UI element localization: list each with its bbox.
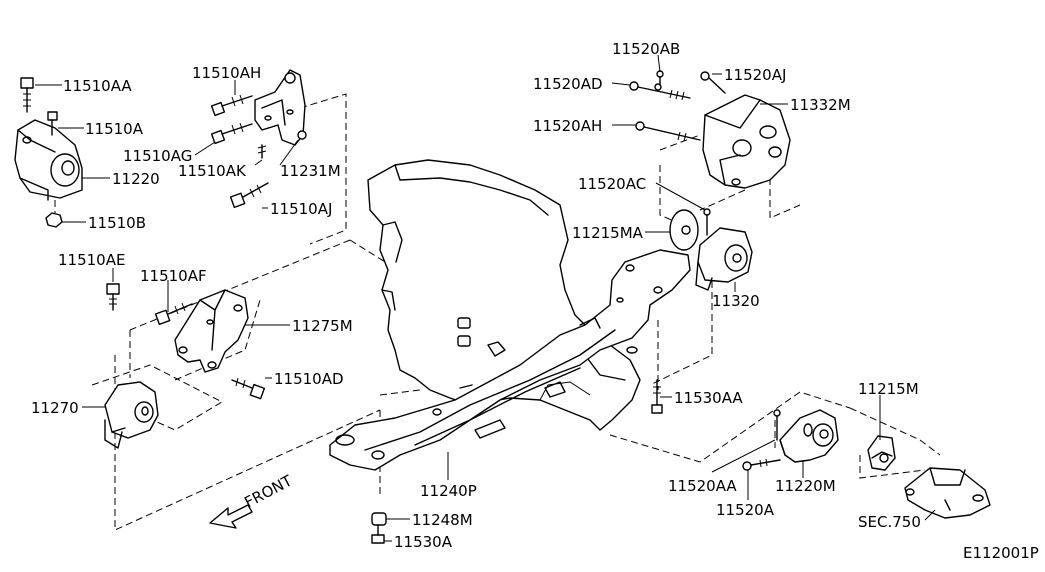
- engine-studs: [457, 317, 506, 357]
- bolt-11530AA: [651, 379, 663, 414]
- label-11248M: 11248M: [412, 511, 473, 529]
- label-11520AH: 11520AH: [533, 117, 602, 135]
- front-arrow-icon: [209, 504, 253, 529]
- label-11510AF: 11510AF: [140, 267, 207, 285]
- label-sec750: SEC.750: [858, 513, 921, 531]
- label-11530AA: 11530AA: [674, 389, 743, 407]
- bolt-11510AG: [210, 122, 253, 145]
- label-11520AJ: 11520AJ: [724, 66, 786, 84]
- bolt-11530A: [371, 524, 385, 544]
- bolt-11510AD: [231, 377, 266, 400]
- nut-11510B: [45, 200, 63, 228]
- front-crossmember: [329, 249, 691, 471]
- label-11510B: 11510B: [88, 214, 146, 232]
- label-11520AC: 11520AC: [578, 175, 646, 193]
- label-11510AD: 11510AD: [274, 370, 344, 388]
- label-11510AH: 11510AH: [192, 64, 261, 82]
- label-11215MA: 11215MA: [572, 224, 644, 242]
- mount-11270: [104, 381, 159, 449]
- insulator-11215MA: [669, 209, 699, 251]
- label-11215M: 11215M: [858, 380, 919, 398]
- bolt-11520AH: [635, 121, 701, 142]
- label-11332M: 11332M: [790, 96, 851, 114]
- label-11510A: 11510A: [85, 120, 144, 138]
- part-11248M: [371, 512, 387, 526]
- mount-11220: [14, 119, 83, 201]
- label-11240P: 11240P: [420, 482, 477, 500]
- label-11510AG: 11510AG: [123, 147, 192, 165]
- bracket-11231M: [254, 69, 307, 159]
- bolt-11520AA: [773, 409, 781, 441]
- insulator-11215M: [867, 435, 896, 471]
- front-label: FRONT: [241, 471, 295, 511]
- bolt-11510A: [47, 111, 58, 136]
- bolts-11520AD-11520AB-11520AJ: [629, 70, 726, 101]
- leader-lines: [35, 54, 936, 542]
- bracket-sec750: [904, 467, 991, 519]
- mount-11220M: [779, 409, 839, 463]
- bolt-11510AF: [154, 302, 193, 326]
- label-11510AK: 11510AK: [178, 162, 247, 180]
- bolt-11510AA: [20, 77, 34, 113]
- label-11320: 11320: [712, 292, 760, 310]
- label-11520AB: 11520AB: [612, 40, 680, 58]
- bolt-11520AC: [703, 208, 711, 236]
- label-11510AJ: 11510AJ: [270, 200, 332, 218]
- label-11510AE: 11510AE: [58, 251, 125, 269]
- label-11520AA: 11520AA: [668, 477, 737, 495]
- label-11231M: 11231M: [280, 162, 341, 180]
- label-11275M: 11275M: [292, 317, 353, 335]
- label-11220M: 11220M: [775, 477, 836, 495]
- label-11530A: 11530A: [394, 533, 453, 551]
- bolt-11510AE: [106, 283, 120, 311]
- mount-11332M: [702, 94, 791, 189]
- callout-labels: 11510AA 11510A 11220 11510B 11510AH 1151…: [31, 40, 1039, 562]
- bracket-11275M: [174, 289, 249, 373]
- bolt-11510AH: [210, 94, 253, 117]
- label-11510AA: 11510AA: [63, 77, 132, 95]
- label-11520A: 11520A: [716, 501, 775, 519]
- bolt-11520A: [742, 458, 781, 471]
- mount-11320: [695, 227, 753, 291]
- label-11220: 11220: [112, 170, 160, 188]
- label-11270: 11270: [31, 399, 79, 417]
- label-11520AD: 11520AD: [533, 75, 603, 93]
- figure-code: E112001P: [963, 544, 1039, 562]
- bolt-11510AJ: [229, 182, 269, 209]
